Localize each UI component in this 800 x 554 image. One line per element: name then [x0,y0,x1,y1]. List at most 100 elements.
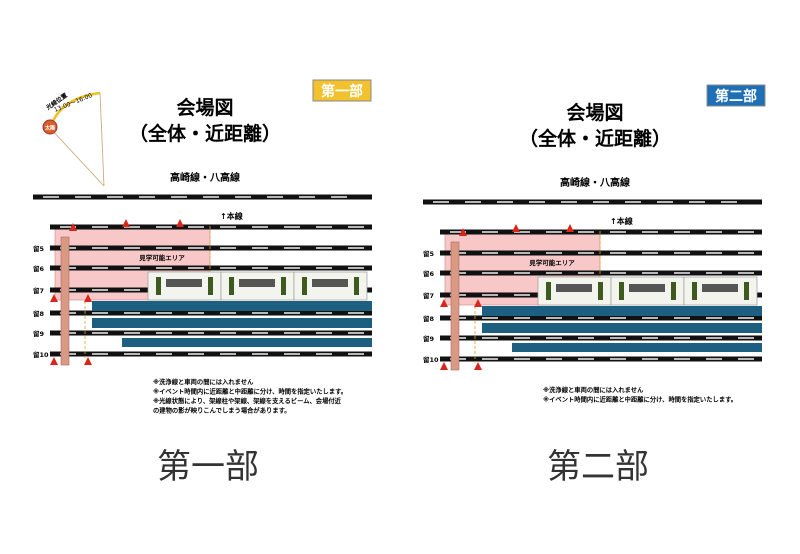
note-text: ※イベント時間内に近距離と中距離に分け、時間を指定いたします。 [153,387,347,396]
track-label: 留5 [33,244,45,253]
track-dash [252,247,268,249]
track-dash [284,312,300,314]
line-name: 高崎線・八高線 [560,176,630,189]
track-dash [316,353,332,355]
track-dash [514,337,530,339]
track [50,224,372,230]
track-dash [75,196,91,198]
cone-icon [50,294,58,302]
track-dash [348,312,364,314]
track-dash [139,196,155,198]
track-dash [610,358,626,360]
track-dash [738,337,754,339]
pillar [450,241,460,371]
track-dash [188,267,204,269]
track [50,310,372,316]
track-dash [252,226,268,228]
track-dash [433,201,449,203]
track-label: 留6 [423,269,435,278]
track-dash [188,332,204,334]
track-dash [92,226,108,228]
track-label: 留8 [33,309,45,318]
track-dash [203,196,219,198]
track-dash [92,353,108,355]
platform [92,318,372,328]
track-dash [171,196,187,198]
track-dash [738,358,754,360]
track-dash [674,252,690,254]
map-subtitle: （全体・近距離） [519,127,671,150]
track-dash [482,272,498,274]
main-line-label: ↑本線 [220,211,243,221]
train-door [229,277,234,295]
track-dash [578,337,594,339]
train-door [619,282,624,300]
track-dash [546,358,562,360]
track-dash [514,252,530,254]
part-caption: 第二部 [547,447,649,487]
map-title: 会場図 [566,101,623,124]
track-dash [546,252,562,254]
track-dash [252,312,268,314]
train-door [354,277,359,295]
track-dash [92,332,108,334]
cone-icon [50,357,58,365]
train-windows [312,279,348,287]
viewing-area-label: 見学可能エリア [528,258,575,267]
track-label: 留7 [33,286,44,295]
track-dash [706,358,722,360]
platform [92,301,372,311]
train-door [744,282,749,300]
track-dash [252,267,268,269]
track-dash [674,231,690,233]
track-dash [284,247,300,249]
track-dash [299,196,315,198]
track-dash [235,196,251,198]
track-dash [642,252,658,254]
track-dash [514,272,530,274]
track-dash [706,272,722,274]
train-door [281,277,286,295]
track [440,229,762,235]
track-dash [252,353,268,355]
track-dash [657,201,673,203]
track-dash [642,231,658,233]
part-caption: 第一部 [157,447,259,487]
track-dash [92,267,108,269]
track-dash [593,201,609,203]
track-label: 留9 [33,329,45,338]
track-dash [188,226,204,228]
train-windows [556,284,592,292]
track-dash [107,196,123,198]
track-dash [348,267,364,269]
track-dash [482,231,498,233]
track-dash [578,272,594,274]
track-dash [316,312,332,314]
cone-icon [566,224,574,232]
track-dash [316,267,332,269]
sun-icon [42,119,58,135]
train-door [692,282,697,300]
track-dash [348,226,364,228]
track-dash [316,247,332,249]
track-dash [220,267,236,269]
main-track [423,199,762,205]
cone-icon [474,362,482,370]
cone-icon [69,223,77,231]
track-dash [156,247,172,249]
cone-icon [84,357,92,365]
track-dash [514,358,530,360]
track [50,265,372,271]
track-dash [267,196,283,198]
track-dash [610,317,626,319]
train-door [208,277,213,295]
track-dash [721,201,737,203]
track-dash [514,317,530,319]
platform [122,338,372,347]
track-dash [482,294,498,296]
part-badge-label: 第一部 [321,83,363,100]
track-dash [738,317,754,319]
track-dash [124,312,140,314]
track-label: 留6 [33,264,45,273]
